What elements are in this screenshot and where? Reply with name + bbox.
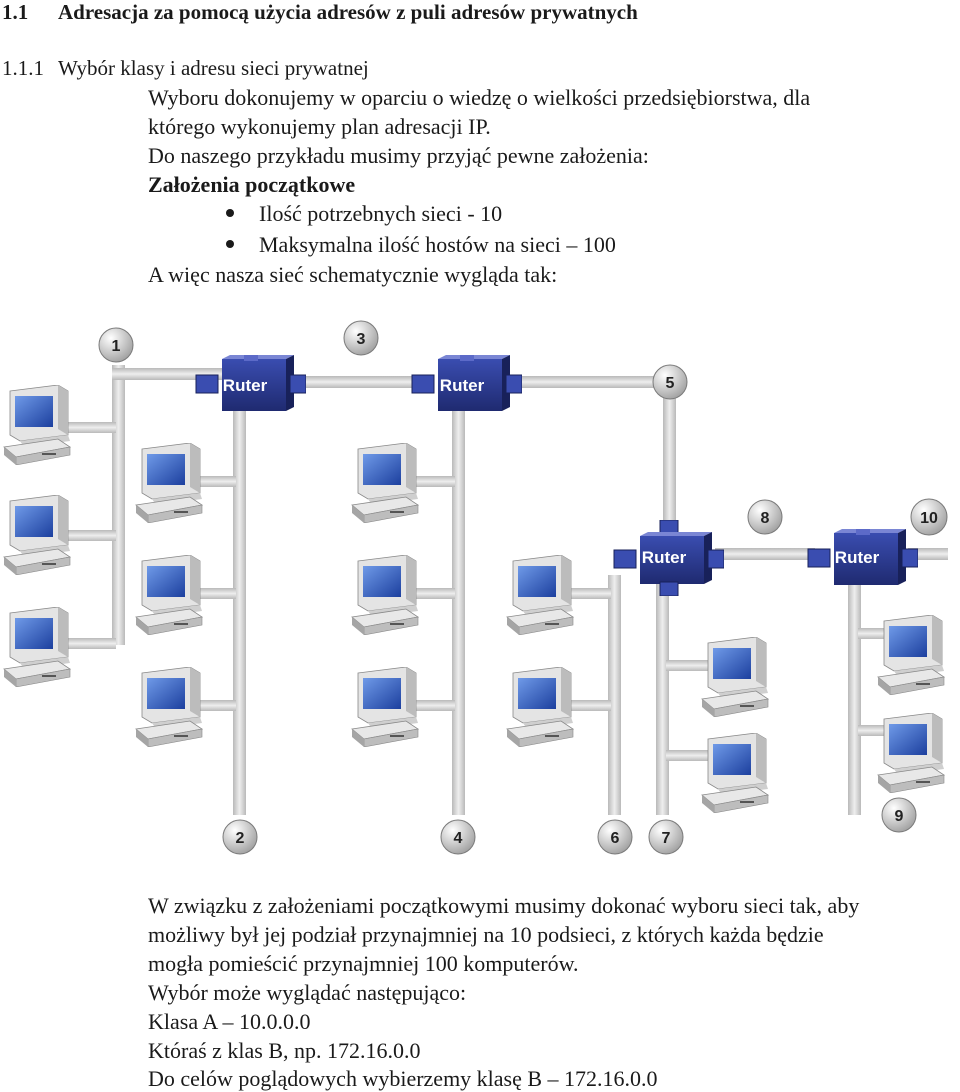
network-number-1: 1 [98,327,134,363]
network-number-7: 7 [648,819,684,855]
network-number-label: 10 [920,510,938,527]
conclusion-line-7: Do celów poglądowych wybierzemy klasę B … [148,1066,658,1091]
network-number-label: 3 [357,331,366,348]
router-4: Ruter [807,529,918,585]
network-number-label: 5 [666,375,675,392]
network-number-4: 4 [440,819,476,855]
heading-title: Adresacja za pomocą użycia adresów z pul… [58,0,638,24]
router-label: Ruter [835,548,880,567]
intro-line-2: którego wykonujemy plan adresacji IP. [148,114,491,139]
router-label: Ruter [642,548,687,567]
network-number-label: 9 [895,808,904,825]
network-number-8: 8 [747,499,783,535]
cable-pipes [60,365,948,815]
network-number-label: 4 [454,830,463,847]
conclusion-line-3: mogła pomieścić przynajmniej 100 kompute… [148,951,579,976]
network-number-label: 2 [236,830,245,847]
network-number-label: 1 [112,338,121,355]
network-number-2: 2 [222,819,258,855]
network-number-9: 9 [881,797,917,833]
network-number-6: 6 [597,819,633,855]
network-number-5: 5 [652,364,688,400]
conclusion-line-1: W związku z założeniami początkowymi mus… [148,893,860,918]
router-3: Ruter [613,520,724,596]
intro-line-3: Do naszego przykładu musimy przyjąć pewn… [148,143,649,168]
network-number-label: 8 [761,510,770,527]
subheading-number: 1.1.1 [2,56,44,80]
subheading-title: Wybór klasy i adresu sieci prywatnej [58,56,369,80]
intro-line-1: Wyboru dokonujemy w oparciu o wiedzę o w… [148,85,811,110]
conclusion-line-4: Wybór może wyglądać następująco: [148,980,467,1005]
router-label: Ruter [440,376,485,395]
conclusion-line-5: Klasa A – 10.0.0.0 [148,1009,311,1034]
assumption-item: Ilość potrzebnych sieci - 10 [259,201,503,226]
schema-intro: A więc nasza sieć schematycznie wygląda … [148,262,558,287]
heading-number: 1.1 [2,0,29,24]
router-2: Ruter [411,355,522,411]
network-number-10: 10 [910,498,948,536]
bullet-icon [226,240,234,248]
assumptions-title: Założenia początkowe [148,172,356,197]
network-diagram: Ruter Ruter Ruter Ruter 1 2 [3,320,948,855]
conclusion-line-6: Któraś z klas B, np. 172.16.0.0 [148,1038,421,1063]
network-number-label: 6 [611,830,620,847]
router-label: Ruter [223,376,268,395]
router-1: Ruter [195,355,306,411]
assumption-item: Maksymalna ilość hostów na sieci – 100 [259,232,616,257]
conclusion-line-2: możliwy był jej podział przynajmniej na … [148,922,824,947]
computer-icons [3,385,945,813]
network-number-label: 7 [662,830,671,847]
network-number-3: 3 [343,320,379,356]
bullet-icon [226,209,234,217]
